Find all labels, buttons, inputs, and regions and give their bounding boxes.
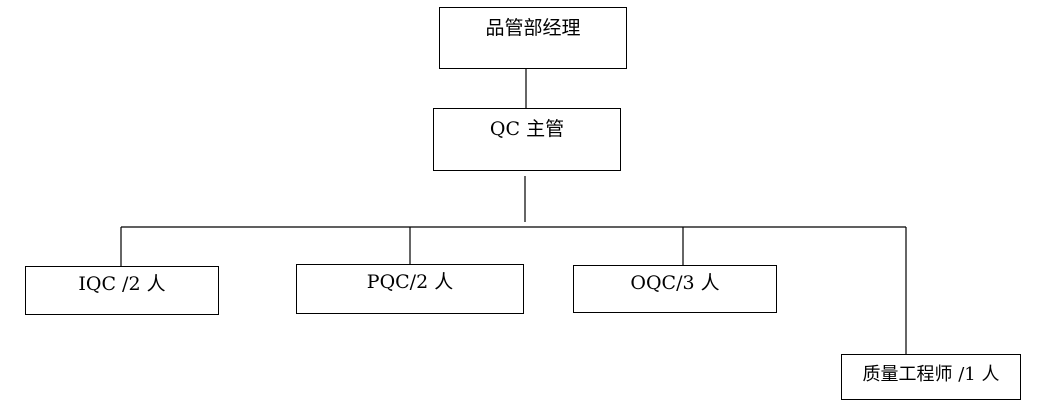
- node-qc-supervisor: QC 主管: [433, 108, 621, 171]
- node-manager: 品管部经理: [439, 7, 627, 69]
- node-iqc: IQC /2 人: [25, 266, 219, 315]
- node-qc-supervisor-label: QC 主管: [489, 118, 565, 140]
- node-quality-engineer-label: 质量工程师 /1 人: [862, 364, 1000, 385]
- node-manager-label: 品管部经理: [485, 17, 581, 39]
- node-iqc-label: IQC /2 人: [78, 273, 166, 295]
- node-oqc: OQC/3 人: [573, 265, 777, 313]
- node-pqc: PQC/2 人: [296, 264, 524, 314]
- node-pqc-label: PQC/2 人: [366, 271, 454, 293]
- node-quality-engineer: 质量工程师 /1 人: [841, 354, 1021, 400]
- node-oqc-label: OQC/3 人: [630, 272, 720, 294]
